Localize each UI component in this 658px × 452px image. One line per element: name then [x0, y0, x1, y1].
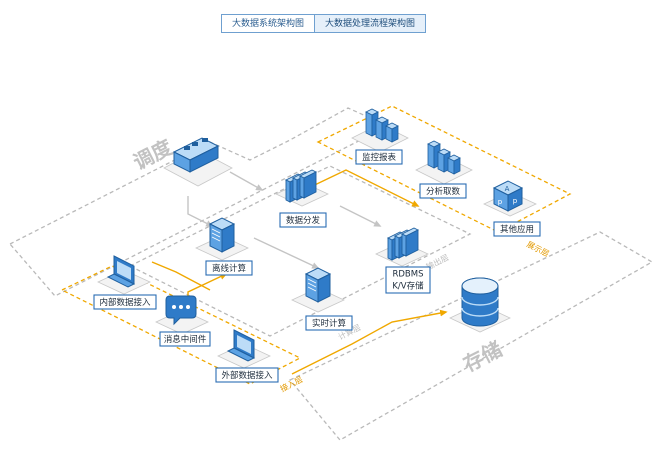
scheduler-node	[163, 137, 233, 187]
message-middleware-label: 消息中间件	[164, 334, 207, 345]
analysis-fetch-node[interactable]: 分析取数	[415, 140, 473, 199]
monitor-report-node[interactable]: 监控报表	[351, 108, 409, 165]
data-distribution-node[interactable]: 数据分发	[275, 169, 329, 228]
storage-database-node	[449, 277, 511, 333]
display-layer-outline	[316, 105, 572, 233]
tab-bar: 大数据系统架构图 大数据处理流程架构图	[221, 14, 427, 33]
data-distribution-label: 数据分发	[286, 215, 321, 226]
app-cube-icon: A p p	[492, 180, 524, 212]
flow-offline-to-realtime	[253, 237, 320, 269]
svg-text:p: p	[513, 197, 518, 205]
offline-compute-node[interactable]: 离线计算	[195, 217, 253, 276]
ingest-layer-outline	[60, 265, 302, 385]
kv-storage-label: K/V存储	[392, 281, 424, 292]
flow-ingest-path	[151, 261, 211, 291]
schedule-zone-outline	[8, 107, 390, 297]
tab-system-architecture[interactable]: 大数据系统架构图	[221, 14, 316, 33]
rdbms-kv-node[interactable]: RDBMS K/V存储	[375, 227, 431, 294]
tab-processing-flow[interactable]: 大数据处理流程架构图	[315, 14, 427, 33]
flow-schedule-to-offline	[187, 196, 214, 227]
internal-ingest-node[interactable]: 内部数据接入	[93, 255, 157, 310]
offline-compute-label: 离线计算	[212, 263, 247, 274]
other-apps-node[interactable]: A p p 其他应用	[483, 180, 541, 237]
monitor-report-label: 监控报表	[362, 152, 397, 163]
server-icon	[305, 267, 331, 303]
compute-zone-outline	[128, 165, 472, 337]
database-icon	[461, 277, 499, 327]
realtime-compute-label: 实时计算	[312, 318, 347, 329]
other-apps-label: 其他应用	[500, 224, 534, 235]
svg-text:A: A	[505, 185, 510, 193]
zone-label-storage: 存储	[459, 337, 506, 377]
layer-label-display: 展示层	[525, 240, 550, 259]
message-middleware-node[interactable]: 消息中间件	[155, 295, 211, 347]
building-icon	[172, 137, 220, 173]
realtime-compute-node[interactable]: 实时计算	[291, 267, 353, 331]
external-ingest-label: 外部数据接入	[221, 370, 273, 381]
internal-ingest-label: 内部数据接入	[99, 297, 151, 308]
svg-text:p: p	[498, 198, 503, 206]
chat-bubble-icon	[165, 295, 197, 326]
analysis-fetch-label: 分析取数	[426, 186, 461, 197]
rdbms-label: RDBMS	[392, 270, 423, 280]
flow-distribution-to-rdbms	[339, 205, 382, 227]
server-icon	[209, 217, 235, 253]
flow-schedule-to-distribution	[229, 171, 264, 191]
external-ingest-node[interactable]: 外部数据接入	[215, 329, 279, 383]
layer-label-ingest: 接入层	[278, 374, 304, 394]
flow-ingest-to-storage	[291, 309, 448, 375]
